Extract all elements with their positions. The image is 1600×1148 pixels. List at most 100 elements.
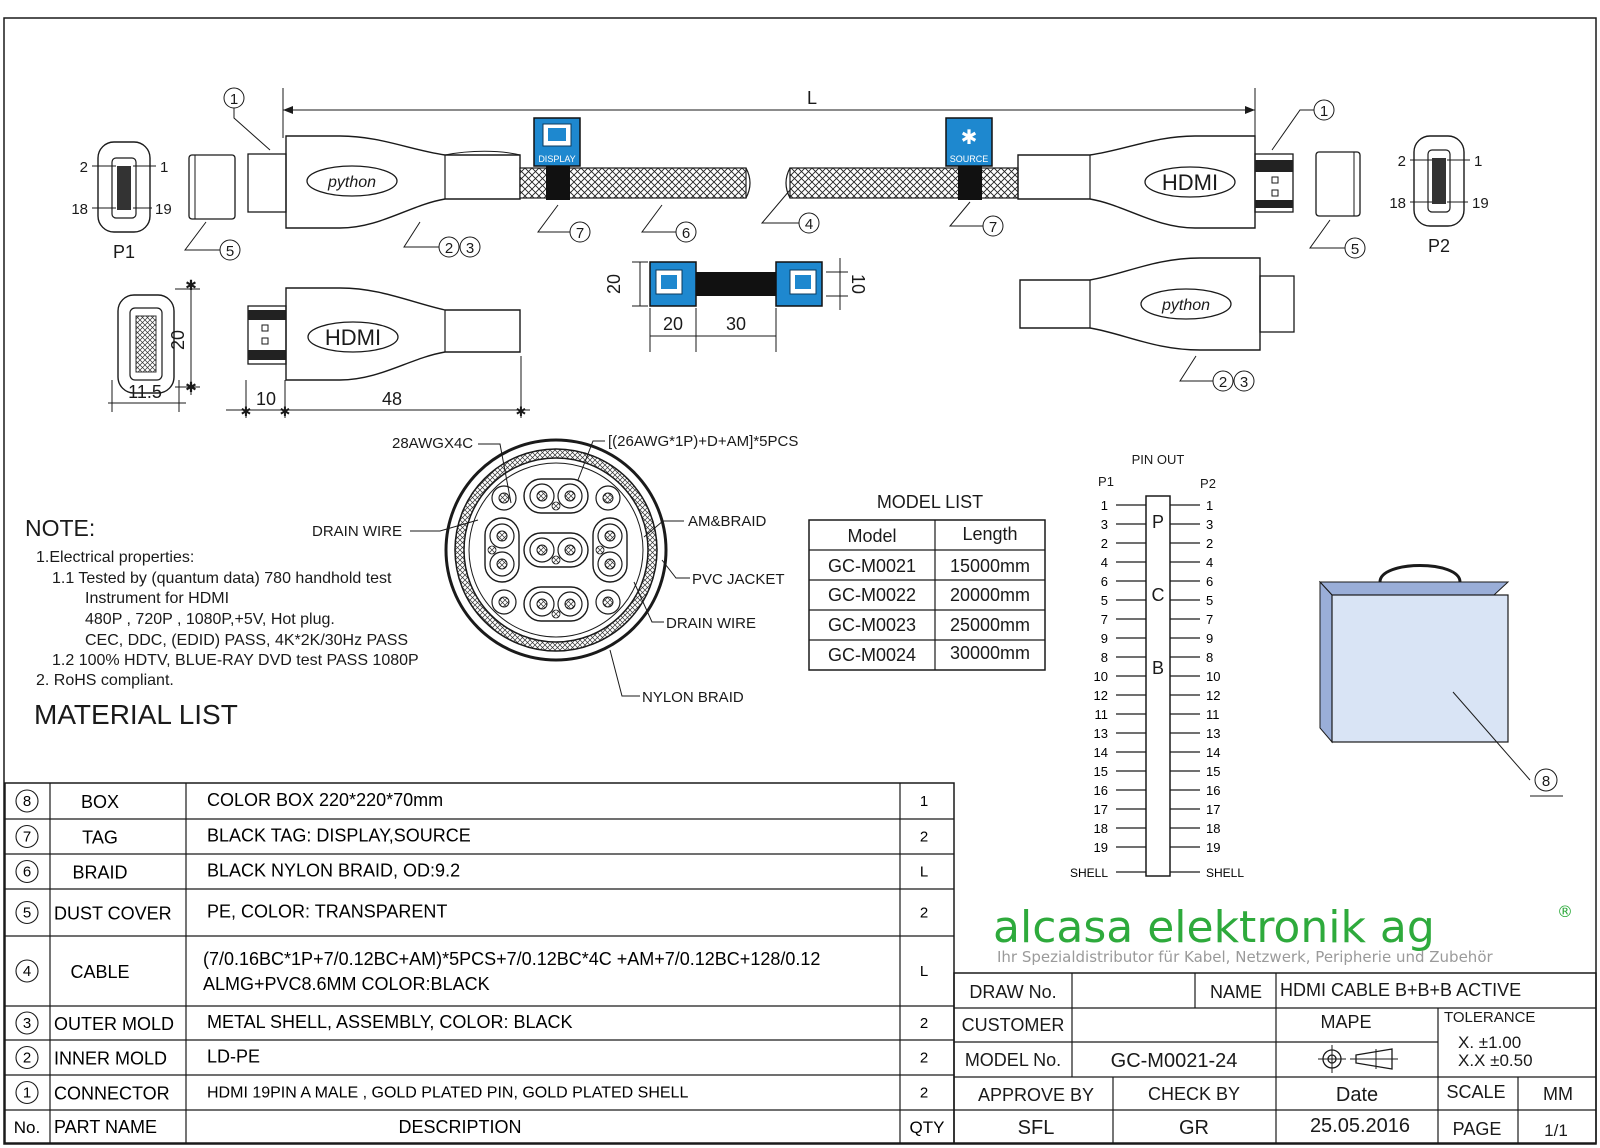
dim-length-label: L (807, 88, 817, 108)
svg-text:APPROVE BY: APPROVE BY (978, 1085, 1094, 1105)
material-description: BLACK TAG: DISPLAY,SOURCE (207, 826, 471, 846)
material-description: (7/0.16BC*1P+7/0.12BC+AM)*5PCS+7/0.12BC*… (203, 949, 820, 969)
svg-text:28AWGX4C: 28AWGX4C (392, 435, 473, 452)
pin-row: 11 11 (1095, 707, 1220, 722)
material-row: 3 OUTER MOLD METAL SHELL, ASSEMBLY, COLOR:… (5, 1011, 954, 1041)
svg-text:6: 6 (682, 225, 690, 242)
svg-text:DRAIN WIRE: DRAIN WIRE (666, 615, 756, 632)
tag-dimension-view: 20 10 20 30 (604, 258, 868, 352)
material-no: 3 (23, 1015, 31, 1032)
material-qty: 2 (920, 1050, 928, 1067)
svg-text:1.1 Tested by (quantum data) 7: 1.1 Tested by (quantum data) 780 handhol… (52, 570, 392, 587)
svg-text:DRAIN WIRE: DRAIN WIRE (312, 523, 402, 540)
svg-text:10: 10 (848, 274, 868, 294)
connector-side-view: HDMI ✱ ✱ ✱ 10 48 (226, 287, 530, 419)
plug-face-p1: 2 1 18 19 P1 (71, 141, 172, 262)
svg-text:18: 18 (1389, 195, 1406, 212)
twisted-pair (523, 478, 589, 514)
pin-label-p1: 13 (1094, 726, 1108, 741)
pin-label-p2: 14 (1206, 745, 1220, 760)
pin-label-p1: 2 (1101, 536, 1108, 551)
svg-text:CHECK BY: CHECK BY (1148, 1084, 1240, 1104)
model-list-table: MODEL LIST Model Length GC-M0021 15000mm… (808, 492, 1046, 671)
pin-label-p1: 15 (1094, 764, 1108, 779)
svg-text:DESCRIPTION: DESCRIPTION (398, 1117, 521, 1137)
material-list-title: MATERIAL LIST (34, 699, 238, 730)
logo-python-left: python (327, 174, 376, 191)
material-part-name: DUST COVER (54, 904, 172, 924)
svg-text:HDMI CABLE B+B+B ACTIVE: HDMI CABLE B+B+B ACTIVE (1280, 980, 1521, 1000)
pin-label-p2: 17 (1206, 802, 1220, 817)
svg-text:✱: ✱ (185, 379, 197, 395)
single-conductor (595, 589, 621, 615)
svg-text:PIN OUT: PIN OUT (1132, 452, 1185, 467)
svg-text:X.X ±0.50: X.X ±0.50 (1458, 1051, 1533, 1070)
material-part-name: CONNECTOR (54, 1084, 170, 1104)
material-description: HDMI 19PIN A MALE , GOLD PLATED PIN, GOL… (207, 1085, 688, 1102)
pin-label-p1: 5 (1101, 593, 1108, 608)
title-block: DRAW No. NAME HDMI CABLE B+B+B ACTIVE CU… (953, 972, 1597, 1144)
svg-text:P: P (1152, 512, 1164, 532)
pin-label-p2: 12 (1206, 688, 1220, 703)
material-qty: 2 (920, 905, 928, 922)
material-qty: L (920, 963, 928, 980)
color-box-illustration: 8 (1318, 564, 1563, 797)
svg-text:8: 8 (1542, 773, 1550, 790)
svg-text:B: B (1152, 658, 1164, 678)
material-qty: 1 (920, 793, 928, 810)
twisted-pair (523, 532, 589, 568)
pin-label-p2: 2 (1206, 536, 1213, 551)
svg-text:CUSTOMER: CUSTOMER (962, 1015, 1065, 1035)
pin-label-p1: 6 (1101, 574, 1108, 589)
connector-body-left (285, 135, 521, 229)
svg-text:2: 2 (445, 240, 453, 257)
pin-label-p1: 14 (1094, 745, 1108, 760)
svg-text:20000mm: 20000mm (950, 585, 1030, 605)
pin-label-p2: 11 (1206, 707, 1220, 722)
svg-text:20: 20 (663, 314, 683, 334)
svg-text:2: 2 (1219, 374, 1227, 391)
svg-text:19: 19 (155, 201, 172, 218)
svg-text:SOURCE: SOURCE (950, 154, 989, 164)
cable-cross-section (410, 438, 690, 697)
svg-text:P1: P1 (1098, 474, 1114, 489)
svg-text:Instrument for HDMI: Instrument for HDMI (85, 590, 229, 607)
material-description: COLOR BOX 220*220*70mm (207, 790, 443, 810)
twisted-pair (592, 517, 628, 583)
material-description: BLACK NYLON BRAID, OD:9.2 (207, 861, 460, 881)
pin-label-p2: 8 (1206, 650, 1213, 665)
pin-label-p2: 6 (1206, 574, 1213, 589)
svg-text:1: 1 (160, 159, 168, 176)
material-part-name: OUTER MOLD (54, 1014, 174, 1034)
sheet-border (3, 17, 1597, 1145)
svg-text:MAPE: MAPE (1320, 1012, 1371, 1032)
svg-text:3: 3 (466, 240, 474, 257)
material-description-line2: ALMG+PVC8.6MM COLOR:BLACK (203, 974, 490, 994)
svg-text:NYLON BRAID: NYLON BRAID (642, 689, 744, 706)
cable-assembly-drawing: L 2 1 18 19 P1 python (71, 87, 1489, 262)
svg-text:19: 19 (1472, 195, 1489, 212)
pin-label-p2: 1 (1206, 498, 1213, 513)
material-description: LD-PE (207, 1047, 260, 1067)
pin-label-p2: 10 (1206, 669, 1220, 684)
svg-text:11.5: 11.5 (128, 382, 162, 402)
notes-section: NOTE: 1.Electrical properties: 1.1 Teste… (25, 515, 419, 730)
pin-label-p1: 3 (1101, 517, 1108, 532)
pin-label-p1: 11 (1095, 707, 1109, 722)
pin-label-p2: 7 (1206, 612, 1213, 627)
svg-text:1.2 100% HDTV, BLUE-RAY DVD te: 1.2 100% HDTV, BLUE-RAY DVD test PASS 10… (52, 652, 419, 669)
pin-label-p1: 19 (1094, 840, 1108, 855)
material-description: METAL SHELL, ASSEMBLY, COLOR: BLACK (207, 1012, 572, 1032)
dust-cover-right (1315, 151, 1361, 217)
